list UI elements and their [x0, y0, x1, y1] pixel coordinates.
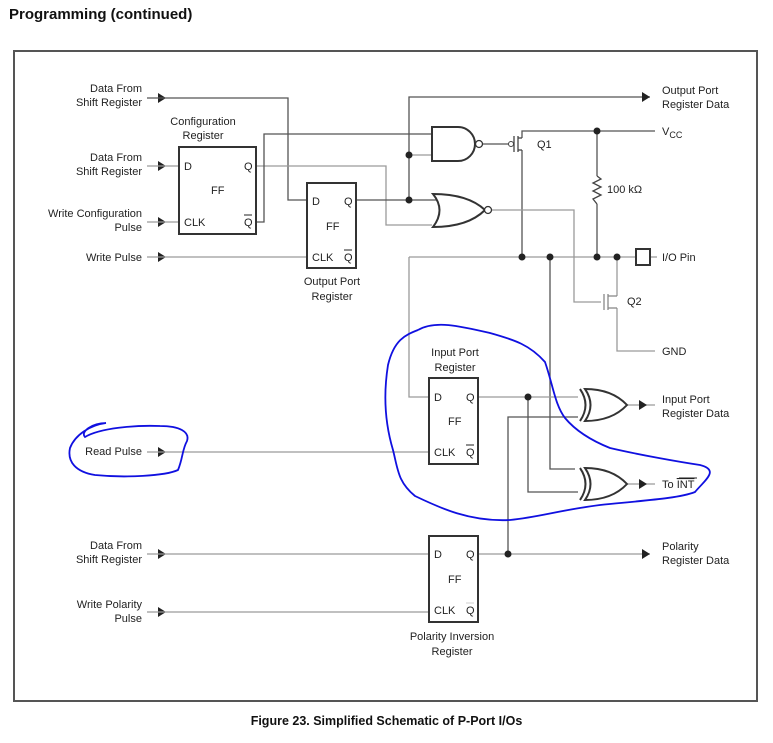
svg-text:Q2: Q2: [627, 296, 642, 308]
svg-text:Q: Q: [244, 217, 253, 229]
input-label-data-shift-2-line1: Data From: [90, 152, 142, 164]
svg-text:D: D: [434, 549, 442, 561]
input-label-data-shift-1-line1: Data From: [90, 83, 142, 95]
arrow-icon: [642, 549, 650, 559]
xor-gate-input-data: [579, 387, 629, 423]
svg-text:D: D: [184, 161, 192, 173]
input-label-data-shift-3-line2: Shift Register: [76, 554, 142, 566]
svg-text:CLK: CLK: [312, 252, 334, 264]
gnd-label: GND: [662, 346, 687, 358]
to-int-label: To INT: [662, 479, 695, 491]
annotation-circle-input-register: [384, 323, 711, 522]
svg-text:Register: Register: [432, 646, 473, 658]
output-label-input-port-line2: Register Data: [662, 408, 730, 420]
xor-gate-interrupt: [579, 466, 629, 502]
svg-text:Polarity Inversion: Polarity Inversion: [410, 631, 494, 643]
svg-text:Q1: Q1: [537, 139, 552, 151]
input-label-write-config-line2: Pulse: [114, 222, 142, 234]
input-port-register: Input Port Register D Q FF CLK Q: [428, 347, 479, 465]
svg-text:D: D: [434, 392, 442, 404]
output-arrows: [639, 92, 650, 559]
arrow-icon: [642, 92, 650, 102]
input-label-write-polarity-line2: Pulse: [114, 613, 142, 625]
annotation-circle-read-pulse: [68, 422, 189, 478]
polarity-inversion-register: D Q FF CLK Q Polarity Inversion Register: [410, 535, 494, 658]
input-label-write-pulse: Write Pulse: [86, 252, 142, 264]
svg-text:CLK: CLK: [434, 605, 456, 617]
io-pin-icon: [635, 248, 651, 266]
configuration-register: Configuration Register D Q FF CLK Q: [170, 116, 257, 235]
svg-text:FF: FF: [448, 416, 462, 428]
output-label-polarity-line2: Register Data: [662, 555, 730, 567]
output-label-output-port-line1: Output Port: [662, 85, 718, 97]
arrow-icon: [639, 400, 647, 410]
input-label-data-shift-3-line1: Data From: [90, 540, 142, 552]
q1-pmos-transistor: Q1: [508, 136, 552, 152]
io-pin-label: I/O Pin: [662, 252, 696, 264]
svg-text:Register: Register: [435, 362, 476, 374]
svg-text:Q: Q: [466, 447, 475, 459]
output-label-output-port-line2: Register Data: [662, 99, 730, 111]
svg-text:Q: Q: [244, 161, 253, 173]
svg-text:Q: Q: [344, 252, 353, 264]
nand-gate: [431, 126, 484, 162]
svg-text:Register: Register: [183, 130, 224, 142]
output-label-polarity-line1: Polarity: [662, 541, 699, 553]
svg-text:CLK: CLK: [434, 447, 456, 459]
svg-text:FF: FF: [448, 574, 462, 586]
svg-text:CLK: CLK: [184, 217, 206, 229]
svg-text:Q: Q: [466, 392, 475, 404]
junction-dots: [405, 127, 621, 558]
figure-caption: Figure 23. Simplified Schematic of P-Por…: [250, 714, 523, 728]
output-label-input-port-line1: Input Port: [662, 394, 710, 406]
svg-text:FF: FF: [211, 185, 225, 197]
svg-text:D: D: [312, 196, 320, 208]
svg-text:Register: Register: [312, 291, 353, 303]
section-heading: Programming (continued): [9, 6, 193, 23]
svg-text:FF: FF: [326, 221, 340, 233]
svg-text:Configuration: Configuration: [170, 116, 235, 128]
vcc-label: VCC: [662, 126, 683, 140]
figure-frame: [13, 50, 758, 702]
output-port-register: D Q FF CLK Q Output Port Register: [304, 182, 360, 303]
arrow-icon: [639, 479, 647, 489]
svg-text:Input Port: Input Port: [431, 347, 479, 359]
pullup-resistor: 100 kΩ: [591, 175, 642, 205]
wires: [147, 96, 657, 613]
input-label-data-shift-1-line2: Shift Register: [76, 97, 142, 109]
svg-text:Output Port: Output Port: [304, 276, 360, 288]
svg-text:100 kΩ: 100 kΩ: [607, 184, 642, 196]
input-label-read-pulse: Read Pulse: [85, 446, 142, 458]
q2-nmos-transistor: Q2: [603, 294, 642, 310]
svg-text:Q: Q: [466, 549, 475, 561]
nor-gate: [430, 192, 493, 229]
svg-text:Q: Q: [466, 605, 475, 617]
input-label-data-shift-2-line2: Shift Register: [76, 166, 142, 178]
svg-text:Q: Q: [344, 196, 353, 208]
input-arrows: [158, 93, 166, 617]
input-label-write-polarity-line1: Write Polarity: [77, 599, 143, 611]
input-label-write-config-line1: Write Configuration: [48, 208, 142, 220]
